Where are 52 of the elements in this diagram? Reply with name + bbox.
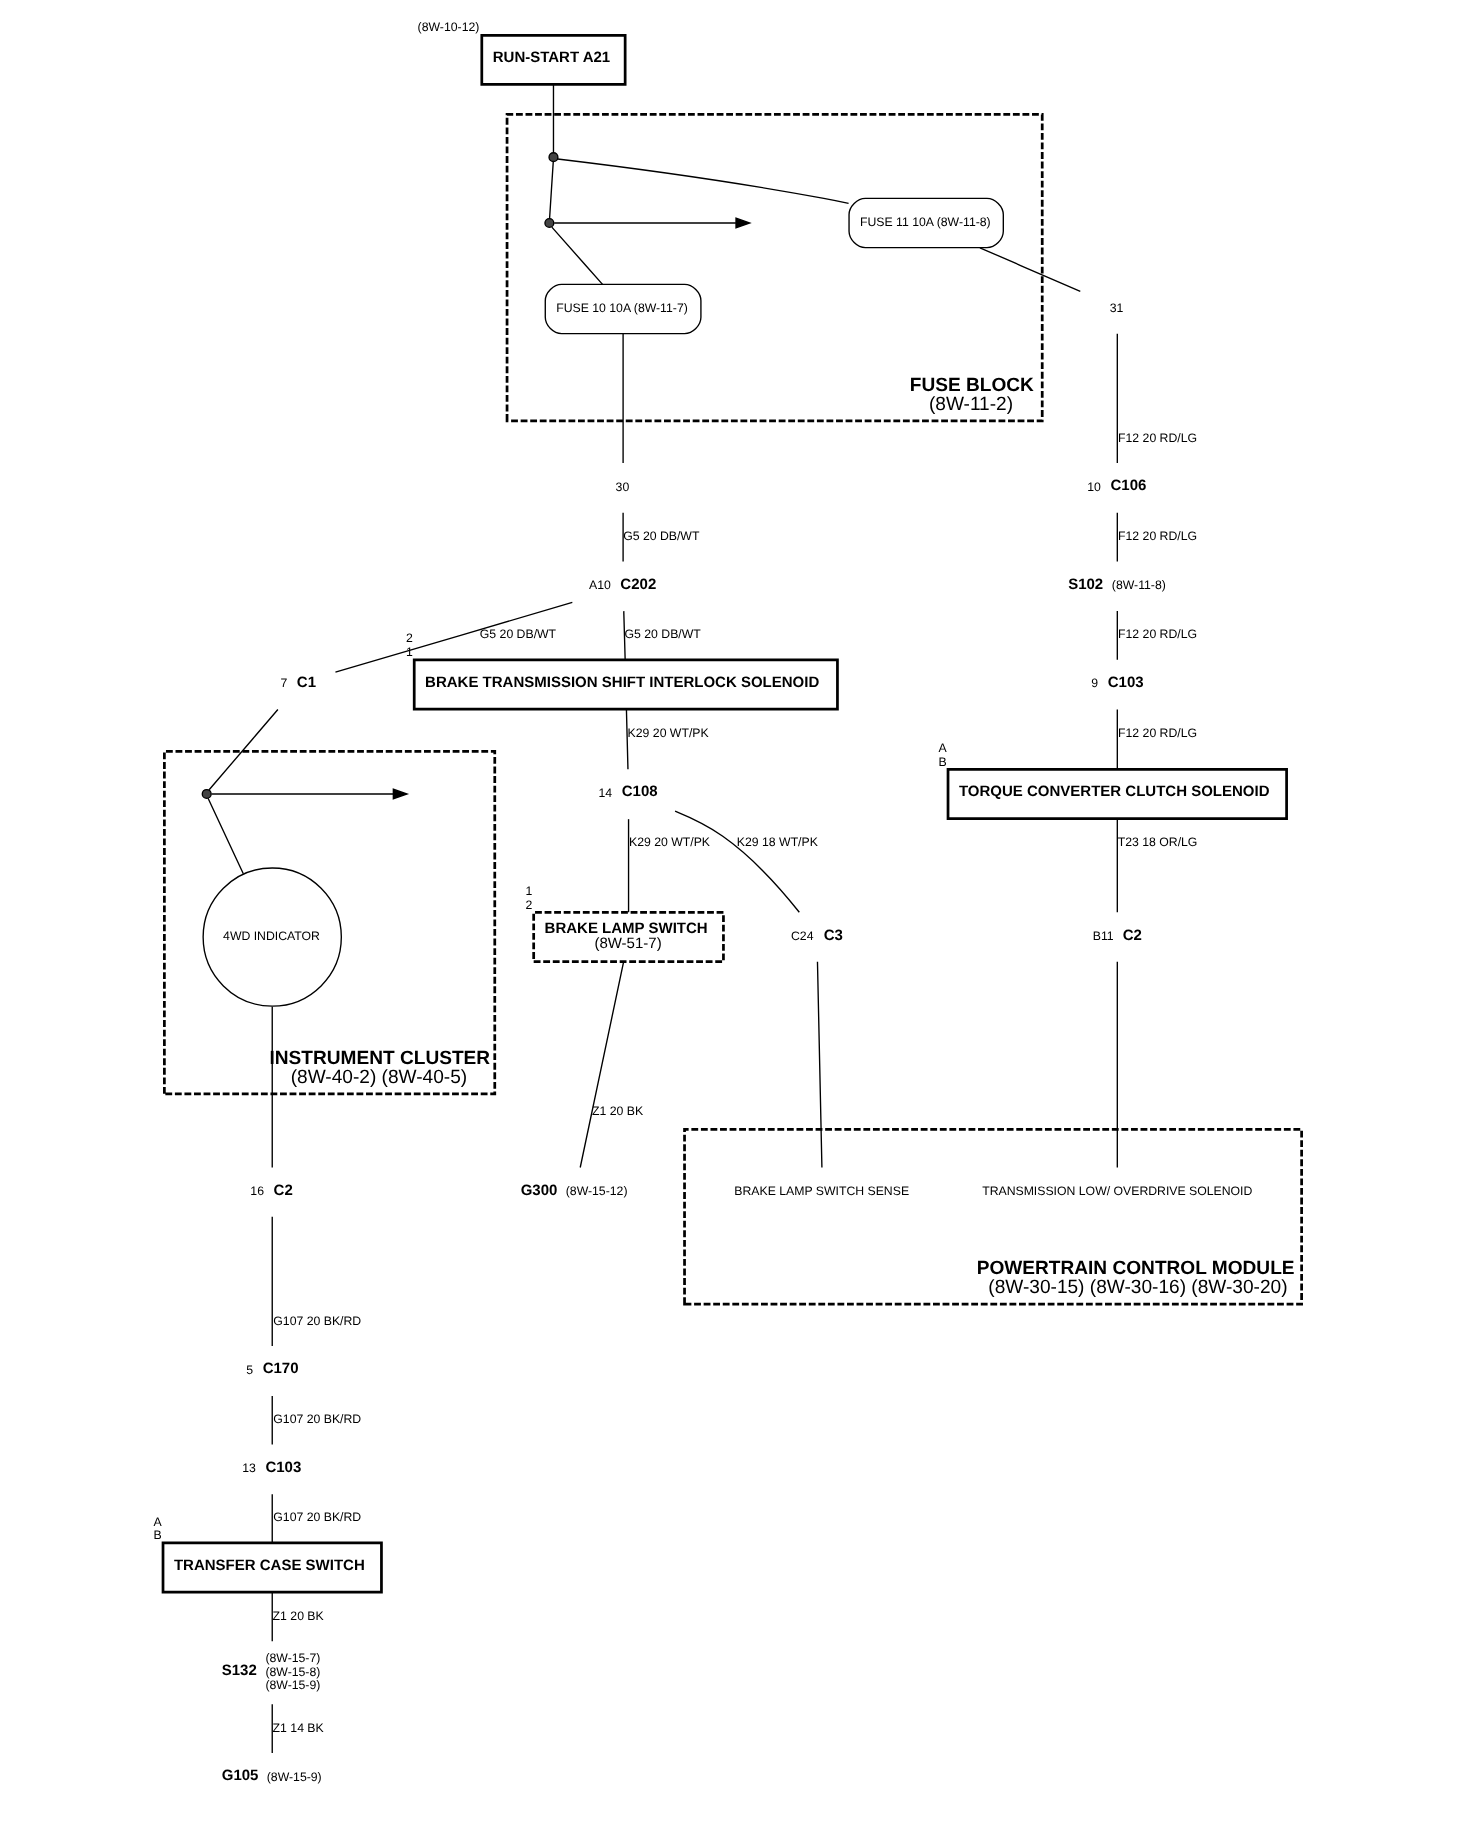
node-text: G105 — [220, 1766, 258, 1785]
node-circle — [547, 152, 558, 163]
node-text: C170 — [261, 1359, 298, 1378]
connector — [1115, 610, 1117, 661]
connector — [551, 83, 554, 153]
node-text: C202 — [619, 574, 656, 593]
connector — [978, 247, 1080, 293]
connector — [1115, 708, 1117, 771]
node-box: TRANSFER CASE SWITCH — [160, 1541, 382, 1594]
connector — [578, 961, 624, 1169]
node-text: S132 — [220, 1661, 256, 1680]
node-box: RUN-START A21 — [479, 33, 626, 86]
connector — [547, 161, 553, 220]
node-box: TORQUE CONVERTER CLUTCH SOLENOID — [945, 768, 1287, 820]
node-text: C1 — [295, 672, 315, 691]
connector — [270, 1395, 272, 1446]
arrow — [552, 217, 751, 229]
node-circle — [200, 788, 211, 800]
connector — [622, 610, 625, 661]
connector — [270, 1006, 272, 1169]
node-text: C106 — [1109, 476, 1146, 495]
connector — [626, 818, 629, 913]
connector — [270, 1703, 272, 1754]
connector — [555, 158, 849, 205]
node-text: C3 — [822, 925, 842, 944]
connector — [673, 810, 799, 913]
connector — [207, 708, 278, 791]
connector — [270, 1216, 272, 1347]
connector — [333, 601, 572, 673]
connector — [621, 512, 623, 563]
connector — [1115, 961, 1117, 1169]
node-text: C108 — [620, 782, 657, 801]
node-text: C103 — [264, 1457, 301, 1476]
connector — [621, 333, 623, 464]
node-text: C103 — [1106, 672, 1143, 691]
node-box: BRAKE TRANSMISSION SHIFT INTERLOCK SOLENOID — [411, 658, 838, 711]
connector — [1115, 333, 1117, 464]
connector — [270, 1591, 272, 1642]
node-text: G300 — [519, 1180, 557, 1199]
node-box: BRAKE LAMP SWITCH (8W-51-7) — [531, 911, 724, 963]
connector — [270, 1493, 272, 1544]
node-circle — [543, 217, 554, 229]
connector — [1115, 818, 1117, 913]
node-text: C2 — [272, 1180, 292, 1199]
node-text: S102 — [1067, 574, 1103, 593]
connector — [550, 226, 603, 286]
connector — [206, 797, 243, 875]
connector — [624, 708, 628, 771]
connector — [815, 961, 822, 1169]
arrow — [209, 788, 409, 800]
connector — [1115, 512, 1117, 563]
node-text: C2 — [1121, 925, 1141, 944]
